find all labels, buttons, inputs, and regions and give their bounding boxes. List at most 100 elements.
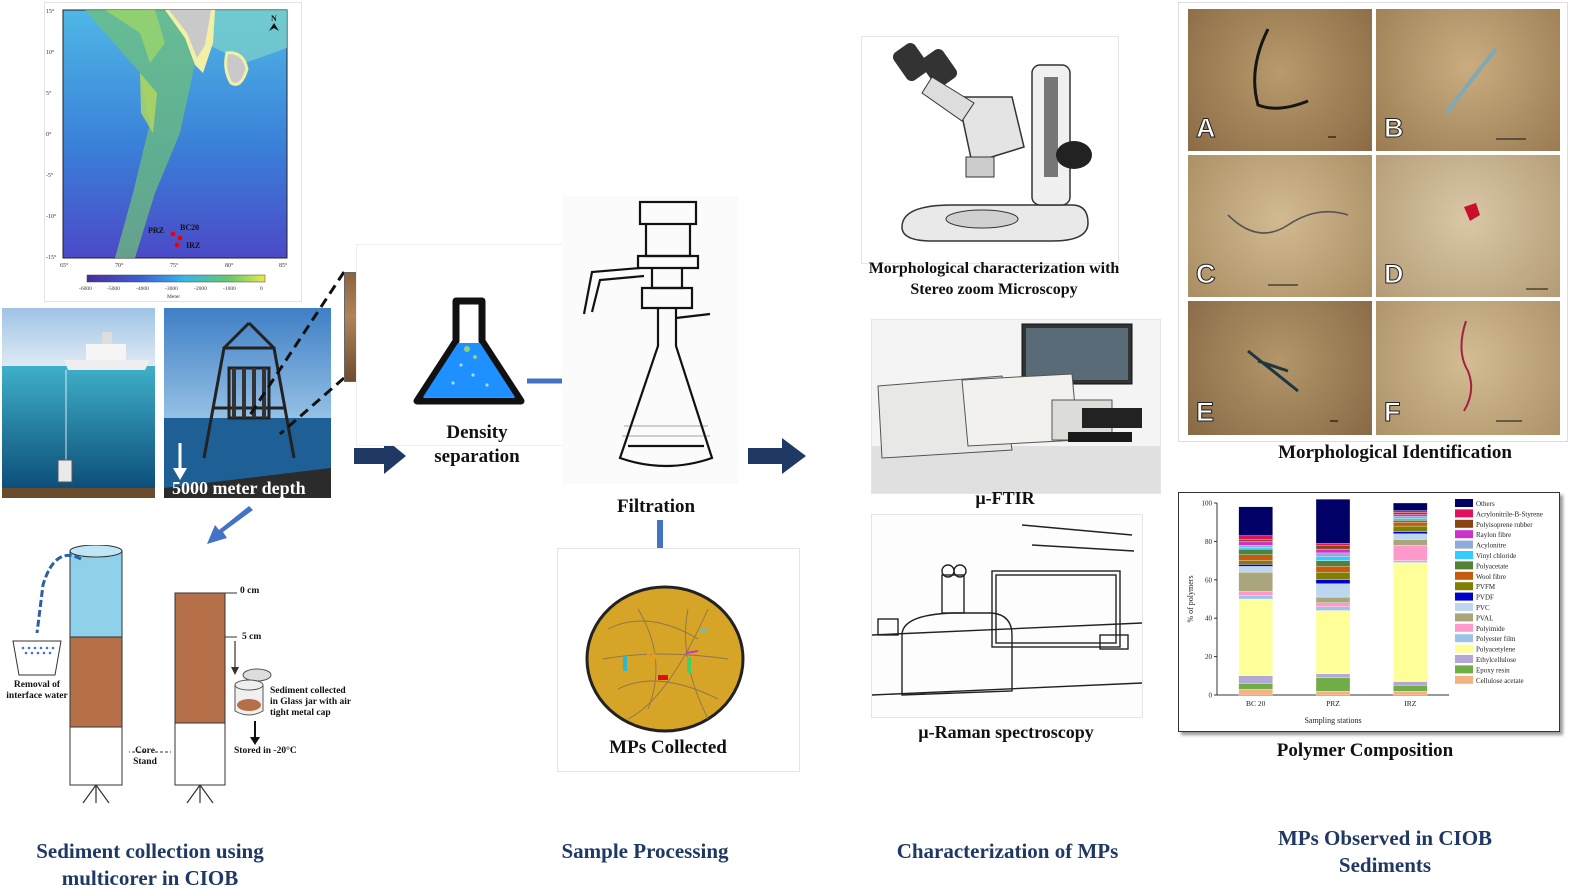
bathymetry-map-frame: PRZ BC20 IRZ N 15° 10° 5° 0° -5° -10° -1… bbox=[44, 2, 302, 302]
mps-collected-panel: MPs Collected bbox=[557, 548, 800, 772]
bar-segment bbox=[1315, 610, 1351, 675]
y-tick-label: 60 bbox=[1205, 576, 1213, 584]
legend-label: Ethylcellulose bbox=[1476, 656, 1516, 664]
bar-segment bbox=[1238, 545, 1273, 548]
legend-label: Others bbox=[1476, 500, 1495, 508]
legend-swatch bbox=[1455, 530, 1473, 539]
legend-swatch bbox=[1455, 603, 1473, 611]
bar-segment bbox=[1238, 554, 1273, 561]
bar-segment bbox=[1315, 548, 1351, 554]
depth-5cm-label: 5 cm bbox=[242, 632, 262, 642]
bar-segment bbox=[1393, 512, 1428, 515]
legend-swatch bbox=[1455, 551, 1473, 559]
lat-tick: -5° bbox=[46, 172, 54, 179]
heading-sample-processing: Sample Processing bbox=[561, 839, 729, 863]
lon-tick: 85° bbox=[279, 262, 288, 269]
bar-segment bbox=[1393, 685, 1428, 692]
bar-segment bbox=[1238, 560, 1273, 565]
bar-segment bbox=[1238, 566, 1273, 573]
panel-letter: B bbox=[1384, 113, 1404, 144]
bar-segment bbox=[1238, 683, 1273, 690]
category-label: BC 20 bbox=[1246, 699, 1266, 708]
y-tick-label: 0 bbox=[1209, 692, 1213, 700]
bar-segment bbox=[1315, 579, 1351, 584]
morphology-photo-c: C bbox=[1188, 155, 1372, 297]
legend-label: PVAL bbox=[1476, 614, 1493, 622]
legend-swatch bbox=[1455, 665, 1473, 674]
legend-swatch bbox=[1455, 623, 1473, 632]
bar-segment bbox=[1238, 689, 1273, 696]
bar-segment bbox=[1238, 547, 1273, 550]
raman-label: µ-Raman spectroscopy bbox=[918, 722, 1094, 742]
category-label: IRZ bbox=[1404, 699, 1417, 708]
y-tick-label: 80 bbox=[1205, 538, 1213, 546]
bar-segment bbox=[1393, 510, 1428, 513]
legend-swatch bbox=[1455, 655, 1473, 663]
legend-label: Polyacetate bbox=[1476, 562, 1508, 570]
colorbar-tick: -2000 bbox=[194, 286, 207, 292]
bar-segment bbox=[1315, 545, 1351, 550]
legend-swatch bbox=[1455, 540, 1473, 549]
bar-segment bbox=[1393, 545, 1428, 561]
legend-label: Wool fibre bbox=[1476, 573, 1506, 581]
lon-tick: 65° bbox=[60, 262, 69, 269]
raman-instrument-sketch bbox=[872, 515, 1142, 717]
bar-segment bbox=[1393, 681, 1428, 686]
x-axis-label: Sampling stations bbox=[1304, 716, 1361, 725]
legend-swatch bbox=[1455, 519, 1473, 528]
legend-swatch bbox=[1455, 509, 1473, 518]
bar-segment bbox=[1315, 691, 1351, 696]
ftir-instrument bbox=[872, 320, 1160, 493]
station-label-bc20: BC20 bbox=[180, 223, 199, 232]
bar-segment bbox=[1315, 596, 1351, 603]
depth-0cm-label: 0 cm bbox=[240, 586, 260, 596]
bar-segment bbox=[1393, 520, 1428, 523]
lon-tick: 75° bbox=[170, 262, 179, 269]
legend-label: Polyisoprene rubber bbox=[1476, 521, 1533, 529]
stored-label: Stored in -20°C bbox=[234, 746, 297, 756]
bar-segment bbox=[1393, 516, 1428, 519]
ftir-label: µ-FTIR bbox=[975, 488, 1035, 508]
legend-swatch bbox=[1455, 644, 1473, 653]
panel-letter: F bbox=[1384, 397, 1401, 428]
bar-segment bbox=[1315, 602, 1351, 607]
bar-segment bbox=[1393, 539, 1428, 546]
bar-segment bbox=[1393, 522, 1428, 527]
colorbar-label: Meter bbox=[167, 294, 180, 300]
bar-segment bbox=[1393, 525, 1428, 532]
bar-segment bbox=[1315, 556, 1351, 561]
morphology-photo-e: E bbox=[1188, 301, 1372, 435]
lon-tick: 80° bbox=[225, 262, 234, 269]
north-arrow-icon bbox=[269, 23, 279, 31]
panel-letter: A bbox=[1196, 113, 1216, 144]
legend-label: Acrylonitrile-B-Styrene bbox=[1476, 510, 1543, 518]
heading-mps-observed: MPs Observed in CIOB Sediments bbox=[1277, 826, 1493, 877]
bar-segment bbox=[1238, 541, 1273, 546]
legend-label: Raylon fibre bbox=[1476, 531, 1511, 539]
legend-label: PVFM bbox=[1476, 583, 1496, 591]
lat-tick: -15° bbox=[46, 254, 57, 261]
stereo-microscope-icon bbox=[892, 42, 1092, 242]
bar-segment bbox=[1315, 673, 1351, 678]
morphology-photo-d: D bbox=[1376, 155, 1560, 297]
bar-segment bbox=[1238, 548, 1273, 555]
right-arrow-icon bbox=[354, 438, 406, 474]
lat-tick: 5° bbox=[46, 90, 52, 97]
bar-segment bbox=[1238, 675, 1273, 684]
bar-segment bbox=[1393, 531, 1428, 534]
colorbar-tick: -4000 bbox=[136, 286, 149, 292]
y-tick-label: 40 bbox=[1205, 615, 1213, 623]
microscopy-label: Morphological characterization with Ster… bbox=[868, 260, 1120, 298]
lat-tick: 10° bbox=[46, 49, 55, 56]
flask-icon bbox=[413, 297, 581, 405]
down-left-arrow-icon bbox=[207, 506, 253, 544]
bar-segment bbox=[1315, 566, 1351, 573]
jar-label: Sediment collected in Glass jar with air… bbox=[270, 686, 351, 718]
bar-segment bbox=[1393, 562, 1428, 682]
legend-swatch bbox=[1455, 582, 1473, 591]
y-tick-label: 100 bbox=[1202, 500, 1213, 508]
ftir-panel bbox=[871, 319, 1161, 494]
density-separation-label: Density separation bbox=[434, 422, 520, 467]
bar-segment bbox=[1315, 606, 1351, 611]
